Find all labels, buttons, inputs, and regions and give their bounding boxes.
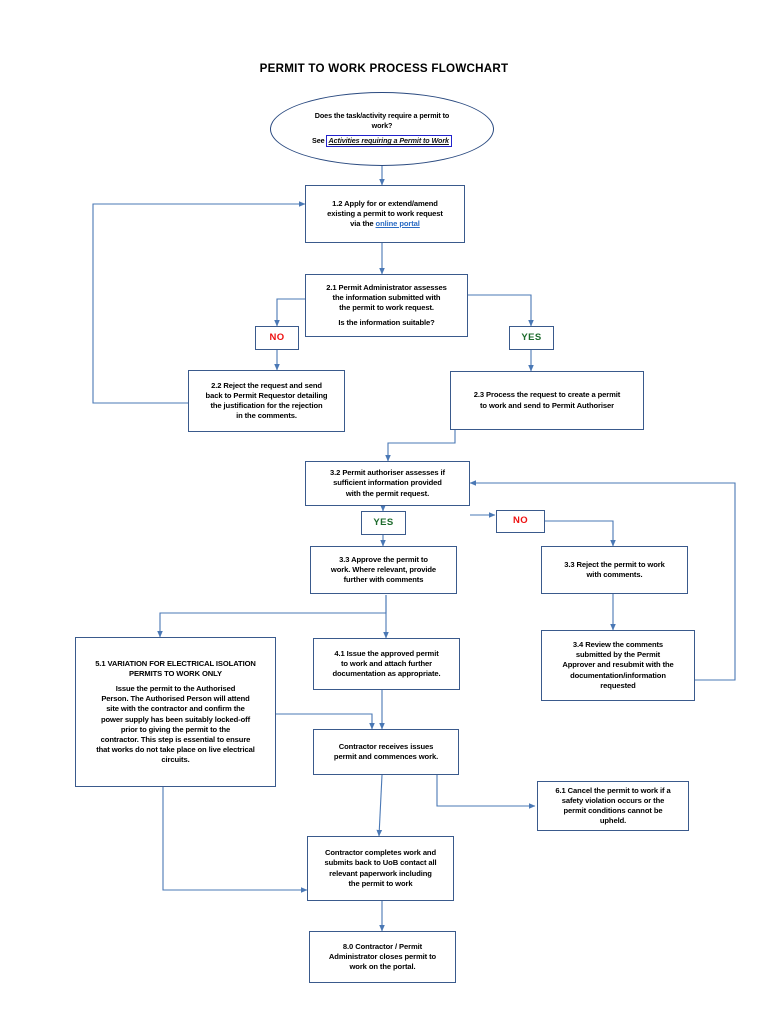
node-start-decision[interactable]: Does the task/activity require a permit … [270, 92, 494, 166]
n23-line-1: 2.3 Process the request to create a perm… [473, 390, 621, 400]
n33a-line-2: work. Where relevant, provide [330, 564, 437, 574]
tag-no-2-label: NO [512, 515, 529, 527]
tag-yes-information-suitable[interactable]: YES [509, 326, 554, 350]
node-3-4-review-comments[interactable]: 3.4 Review the comments submitted by the… [541, 630, 695, 701]
tag-no-information-suitable[interactable]: NO [255, 326, 299, 350]
node-3-3-reject-permit[interactable]: 3.3 Reject the permit to work with comme… [541, 546, 688, 594]
n22-line-3: the justification for the rejection [210, 401, 323, 410]
completes-line-3: relevant paperwork including [329, 868, 432, 878]
completes-line-1: Contractor completes work and [324, 848, 437, 858]
n34-line-3: Approver and resubmit with the [562, 660, 674, 670]
tag-no-sufficient-info[interactable]: NO [496, 510, 545, 533]
n23-line-2: to work and send to Permit Authoriser [480, 400, 614, 410]
n33a-line-3: further with comments [343, 575, 424, 585]
n61-line-4: upheld. [599, 816, 627, 826]
n41-line-1: 4.1 Issue the approved permit [334, 648, 439, 658]
tag-yes-2-label: YES [373, 516, 394, 528]
completes-line-2: submits back to UoB contact all [324, 858, 437, 868]
node-8-0-close-permit[interactable]: 8.0 Contractor / Permit Administrator cl… [309, 931, 456, 983]
n61-line-3: permit conditions cannot be [563, 806, 663, 815]
n51-body-1: Issue the permit to the Authorised [115, 684, 236, 694]
node-5-1-electrical-isolation-variation[interactable]: 5.1 VARIATION FOR ELECTRICAL ISOLATION P… [75, 637, 276, 787]
node-2-1-admin-assess[interactable]: 2.1 Permit Administrator assesses the in… [305, 274, 468, 337]
start-line-1: Does the task/activity require a permit … [314, 111, 450, 121]
n51-heading-1: 5.1 VARIATION FOR ELECTRICAL ISOLATION [95, 659, 256, 669]
online-portal-link[interactable]: online portal [375, 219, 420, 229]
n61-line-2: safety violation occurs or the [561, 795, 665, 805]
n51-body-5: prior to giving the permit to the [120, 724, 231, 734]
n61-line-1: 6.1 Cancel the permit to work if a [555, 785, 671, 795]
receives-line-1: Contractor receives issues [338, 741, 434, 751]
node-contractor-completes-work[interactable]: Contractor completes work and submits ba… [307, 836, 454, 901]
node-contractor-receives-permit[interactable]: Contractor receives issues permit and co… [313, 729, 459, 775]
tag-yes-sufficient-info[interactable]: YES [361, 511, 406, 535]
start-see-label: See [312, 136, 325, 146]
n12-line-3-prefix: via the [350, 219, 376, 229]
n34-line-2: submitted by the Permit [575, 650, 661, 660]
n51-body-8: circuits. [161, 754, 190, 764]
n51-body-4: power supply has been suitably locked-of… [100, 714, 251, 724]
n51-body-7: that works do not take place on live ele… [96, 744, 255, 754]
n80-line-1: 8.0 Contractor / Permit [342, 941, 423, 951]
n51-body-3: site with the contractor and confirm the [106, 704, 245, 714]
n12-line-2: existing a permit to work request [327, 208, 443, 218]
n41-line-3: documentation as appropriate. [332, 669, 441, 679]
node-2-2-reject-request[interactable]: 2.2 Reject the request and send back to … [188, 370, 345, 432]
node-3-2-authoriser-assess[interactable]: 3.2 Permit authoriser assesses if suffic… [305, 461, 470, 506]
node-2-3-process-request[interactable]: 2.3 Process the request to create a perm… [450, 371, 644, 430]
node-4-1-issue-approved-permit[interactable]: 4.1 Issue the approved permit to work an… [313, 638, 460, 690]
n33b-line-1: 3.3 Reject the permit to work [564, 559, 665, 569]
node-1-2-apply[interactable]: 1.2 Apply for or extend/amend existing a… [305, 185, 465, 243]
activities-requiring-permit-link[interactable]: Activities requiring a Permit to Work [328, 136, 449, 146]
n12-line-1: 1.2 Apply for or extend/amend [332, 198, 438, 208]
n32-line-3: with the permit request. [345, 488, 430, 498]
n51-body-6: contractor. This step is essential to en… [100, 734, 251, 744]
node-3-3-approve-permit[interactable]: 3.3 Approve the permit to work. Where re… [310, 546, 457, 594]
receives-line-2: permit and commences work. [333, 752, 439, 761]
n21-line-4: Is the information suitable? [338, 318, 435, 328]
tag-no-1-label: NO [269, 331, 285, 343]
n33b-line-2: with comments. [586, 570, 643, 579]
n21-line-2: the information submitted with [332, 292, 441, 302]
n21-line-1: 2.1 Permit Administrator assesses [326, 282, 447, 292]
n41-line-2: to work and attach further [340, 658, 433, 668]
completes-line-4: the permit to work [348, 878, 413, 888]
n80-line-3: work on the portal. [349, 962, 416, 972]
n22-line-2: back to Permit Requestor detailing [205, 390, 328, 400]
n32-line-2: sufficient information provided [333, 478, 442, 488]
n21-line-3: the permit to work request. [339, 303, 434, 312]
tag-yes-1-label: YES [521, 331, 542, 343]
n22-line-1: 2.2 Reject the request and send [211, 380, 322, 390]
n51-heading-2: PERMITS TO WORK ONLY [129, 669, 222, 679]
n34-line-5: requested [600, 680, 636, 690]
n22-line-4: in the comments. [236, 411, 297, 421]
activities-link-box[interactable]: Activities requiring a Permit to Work [325, 135, 452, 147]
n80-line-2: Administrator closes permit to [328, 951, 437, 961]
start-line-2: work? [371, 120, 393, 130]
page-title: PERMIT TO WORK PROCESS FLOWCHART [259, 62, 509, 75]
n51-body-2: Person. The Authorised Person will atten… [101, 694, 250, 704]
n33a-line-1: 3.3 Approve the permit to [339, 554, 428, 564]
n34-line-1: 3.4 Review the comments [572, 640, 664, 650]
node-6-1-cancel-permit[interactable]: 6.1 Cancel the permit to work if a safet… [537, 781, 689, 831]
n32-line-1: 3.2 Permit authoriser assesses if [330, 468, 445, 478]
n34-line-4: documentation/information [570, 670, 666, 680]
